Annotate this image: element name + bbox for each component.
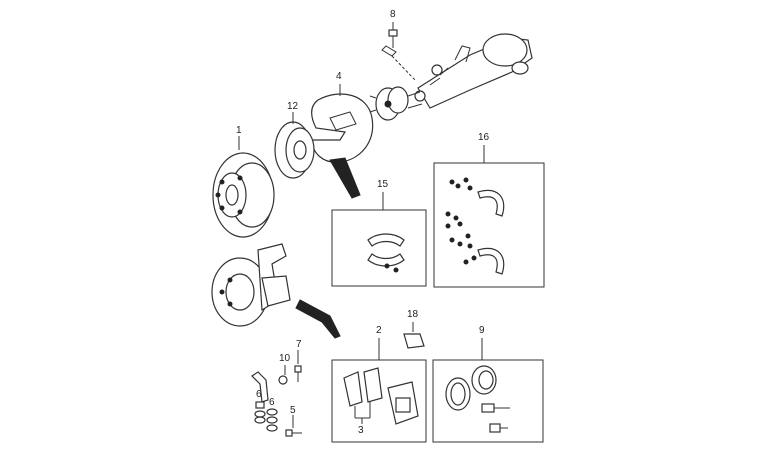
callout-6b: 6 bbox=[269, 397, 275, 408]
caliper-pads bbox=[343, 367, 419, 425]
knuckle-assembly bbox=[211, 243, 341, 339]
callout-16: 16 bbox=[478, 132, 490, 143]
bolt-8 bbox=[381, 22, 416, 81]
small-fasteners bbox=[251, 350, 302, 437]
callout-15: 15 bbox=[377, 179, 389, 190]
callout-18: 18 bbox=[407, 309, 419, 320]
callout-8: 8 bbox=[390, 9, 396, 20]
rotor-1 bbox=[212, 136, 275, 238]
shoe-kit-16 bbox=[445, 177, 505, 275]
callout-10: 10 bbox=[279, 353, 291, 364]
seal-kit-9 bbox=[445, 365, 510, 433]
callout-6a: 6 bbox=[256, 389, 262, 400]
parking-shoes-15 bbox=[367, 233, 405, 273]
callout-1: 1 bbox=[236, 125, 242, 136]
callout-2: 2 bbox=[376, 325, 382, 336]
callout-4: 4 bbox=[336, 71, 342, 82]
clip-18 bbox=[403, 322, 425, 349]
box-16 bbox=[433, 162, 545, 288]
callout-3: 3 bbox=[358, 425, 364, 436]
axle-housing bbox=[414, 33, 533, 109]
backing-plate-4 bbox=[311, 86, 374, 199]
axle-hub bbox=[369, 86, 423, 121]
box-15 bbox=[331, 209, 427, 287]
callout-7: 7 bbox=[296, 339, 302, 350]
callout-5: 5 bbox=[290, 405, 296, 416]
callout-9: 9 bbox=[479, 325, 485, 336]
drum-12 bbox=[274, 112, 315, 179]
box-9 bbox=[432, 359, 544, 443]
callout-12: 12 bbox=[287, 101, 299, 112]
